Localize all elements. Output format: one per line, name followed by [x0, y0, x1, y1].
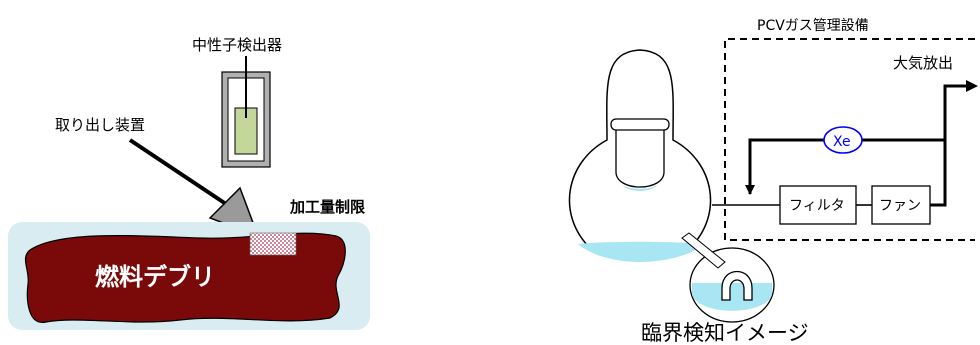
exhaust-line	[930, 84, 968, 207]
containment-vessel	[568, 49, 712, 262]
xe-monitor-circle	[823, 126, 863, 154]
xe-label: Xe	[833, 134, 851, 150]
right-panel: PCVガス管理設備 臨界検知イメージ Xe	[568, 18, 978, 345]
processing-limit-label: 加工量制限	[289, 198, 365, 216]
release-arrow	[966, 80, 978, 92]
criticality-detection: 臨界検知イメージ	[641, 232, 809, 345]
filter-label: フィルタ	[789, 198, 845, 214]
xe-monitor-loop: Xe	[745, 126, 945, 195]
fan-label: ファン	[879, 198, 921, 214]
atmospheric-release-label: 大気放出	[893, 54, 953, 72]
pcv-gas-system-label: PCVガス管理設備	[757, 18, 869, 34]
fuel-debris-label: 燃料デブリ	[95, 263, 215, 291]
neutron-detector-label: 中性子検出器	[192, 36, 282, 54]
criticality-detection-label: 臨界検知イメージ	[641, 321, 809, 345]
fuel-debris: 燃料デブリ	[8, 222, 370, 330]
extraction-device-label: 取り出し装置	[55, 116, 145, 134]
left-panel: 中性子検出器 取り出し装置 加工量制限 燃料デブリ	[8, 36, 370, 330]
neutron-detector	[221, 56, 271, 168]
filter-box	[779, 185, 857, 225]
pcv-gas-system-boundary	[724, 38, 975, 241]
